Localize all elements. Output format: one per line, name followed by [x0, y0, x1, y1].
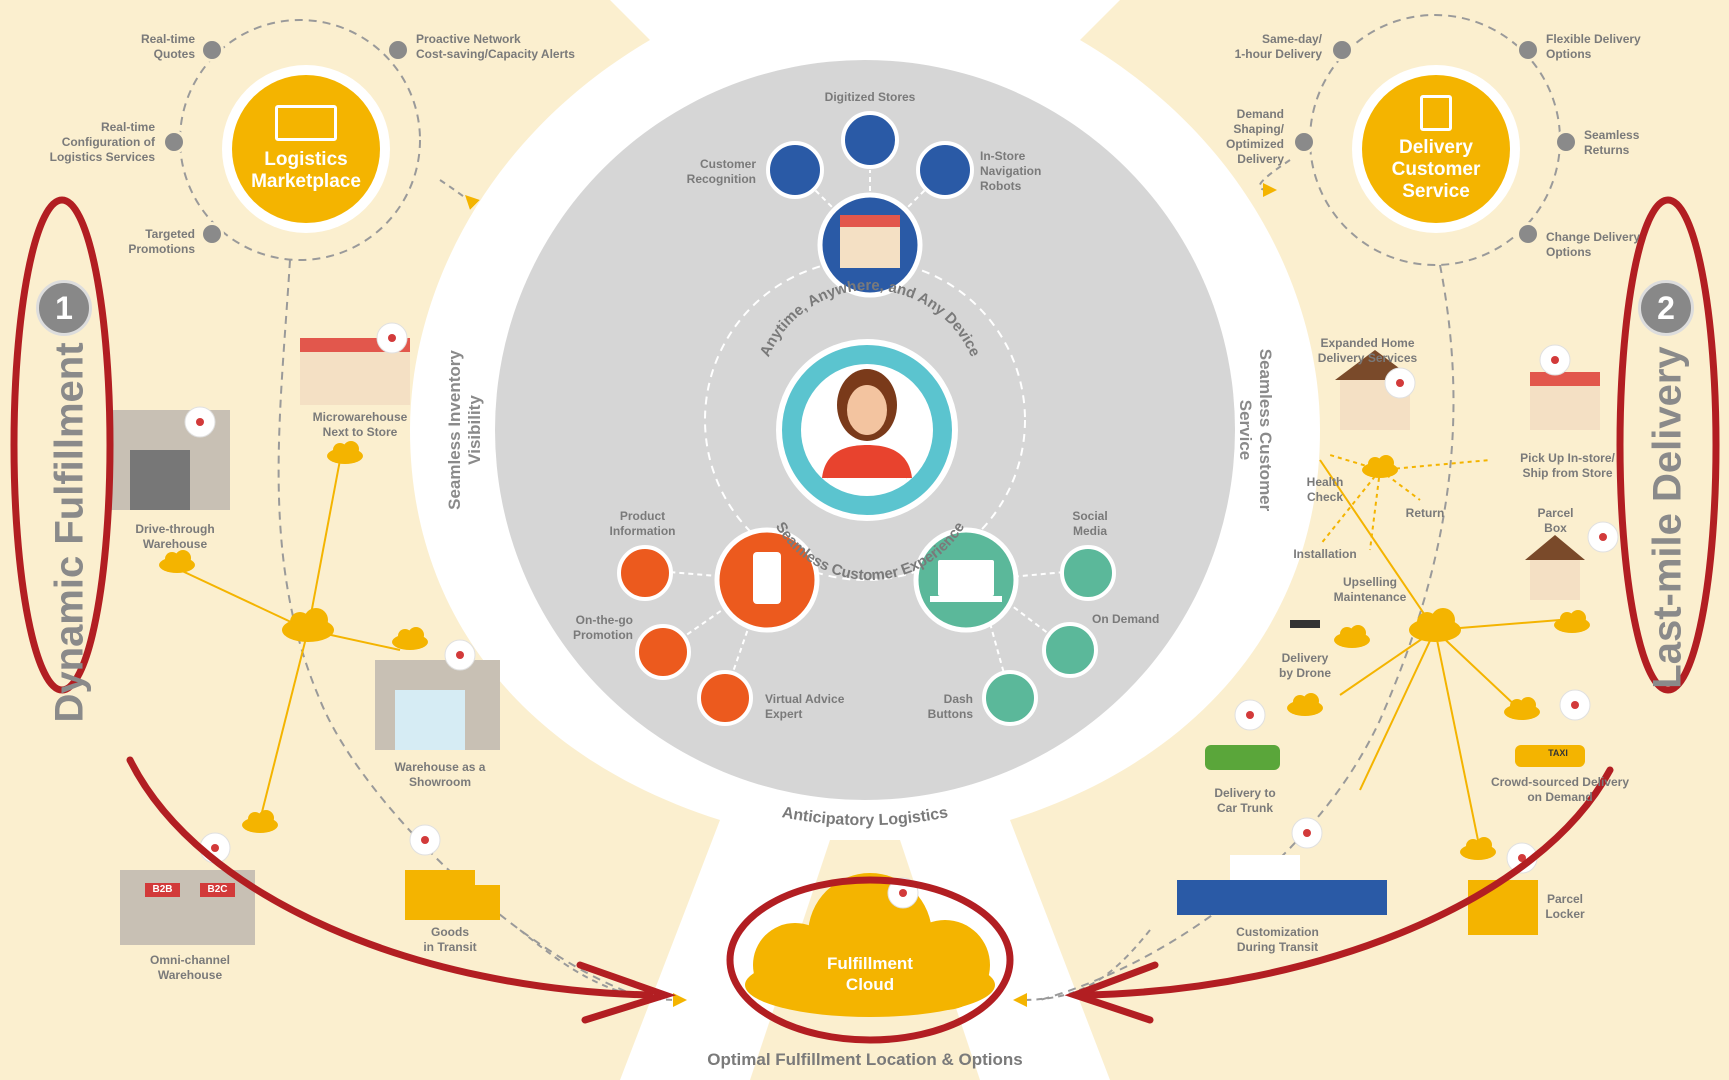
left-network-lines	[179, 459, 401, 821]
store-icon	[840, 222, 900, 268]
warehouse-tag: B2B	[152, 884, 173, 895]
delivery-customer-service-hub: Delivery Customer Service	[1362, 75, 1510, 223]
red-annotations	[10, 196, 1720, 1044]
center-top-label: Customer Recognition	[686, 157, 756, 186]
right-to-center-dashed	[1258, 159, 1291, 197]
hub-dot	[1554, 130, 1578, 154]
hub-item-label: Real-time Quotes	[140, 32, 195, 61]
hub-dot	[162, 130, 186, 154]
hub-item-label: Real-time Configuration of Logistics Ser…	[49, 120, 155, 164]
center-right-label: Dash Buttons	[927, 692, 973, 721]
service-label: Expanded Home Delivery Services	[1317, 336, 1418, 365]
person-icon	[822, 369, 912, 480]
mobile-icon	[753, 552, 781, 604]
digitized-store-circle	[841, 111, 899, 169]
customer-recognition-circle	[766, 141, 824, 199]
center-top-label: In-Store Navigation Robots	[980, 149, 1042, 193]
center-right-label: Social Media	[1072, 509, 1108, 538]
left-hub-ring	[179, 19, 421, 261]
laptop-cloud-icon	[275, 105, 337, 141]
node-label: Delivery by Drone	[1278, 651, 1331, 680]
dash-button-circle	[982, 670, 1038, 726]
phone-box-icon	[1420, 95, 1452, 131]
hub-dot	[1516, 222, 1540, 246]
hub-item-label: Proactive Network Cost-saving/Capacity A…	[416, 32, 575, 61]
right-dashed-path	[1039, 264, 1455, 1001]
promotion-circle	[635, 624, 691, 680]
product-info-circle	[617, 545, 673, 601]
center-left-label: Virtual Advice Expert	[765, 692, 845, 721]
customer-service-label: Seamless Customer Service	[1236, 348, 1275, 512]
fulfillment-cloud-label: Fulfillment Cloud	[827, 954, 913, 994]
logistics-marketplace-hub: Logistics Marketplace	[232, 75, 380, 223]
hub-dot	[1516, 38, 1540, 62]
taxi-tag: TAXI	[1548, 748, 1568, 758]
inner-dashed-ring	[704, 259, 1026, 581]
hub-item-label: Change Delivery Options	[1546, 230, 1641, 259]
node-label: Goods in Transit	[423, 925, 477, 954]
node-label: Crowd-sourced Delivery on Demand	[1490, 775, 1630, 804]
hub-item-label: Flexible Delivery Options	[1546, 32, 1641, 61]
hub-item-label: Same-day/ 1-hour Delivery	[1234, 32, 1322, 61]
on-demand-circle	[1042, 622, 1098, 678]
center-top-label: Digitized Stores	[824, 90, 916, 104]
section-number-badge: 1	[36, 280, 92, 336]
footer-label: Optimal Fulfillment Location & Options	[707, 1050, 1023, 1069]
left-dashed-path	[277, 259, 651, 1001]
node-label: Microwarehouse Next to Store	[312, 410, 408, 439]
hub-dot	[1292, 130, 1316, 154]
node-label: Delivery to Car Trunk	[1214, 786, 1276, 815]
hub-dot	[200, 222, 224, 246]
hub-item-label: Demand Shaping/ Optimized Delivery	[1225, 107, 1284, 166]
service-label: Upselling Maintenance	[1333, 575, 1407, 604]
node-label: Customization During Transit	[1236, 925, 1319, 954]
section-title: Last-mile Delivery	[1645, 346, 1690, 689]
service-label: Return	[1405, 506, 1445, 520]
node-label: Parcel Box	[1537, 506, 1574, 535]
hub-dot	[200, 38, 224, 62]
inventory-visibility-label: Seamless Inventory Visibility	[445, 350, 484, 510]
node-label: Omni-channel Warehouse	[149, 953, 230, 982]
logistics-marketplace-label: Logistics Marketplace	[251, 149, 361, 192]
small-clouds	[159, 441, 1590, 860]
hub-dot	[386, 38, 410, 62]
center-left-label: On-the-go Promotion	[573, 613, 633, 642]
laptop-icon	[938, 560, 994, 596]
center-left-label: Product Information	[609, 509, 676, 538]
service-label: Installation	[1293, 547, 1357, 561]
navigation-robot-circle	[916, 141, 974, 199]
left-to-center-dashed	[439, 179, 480, 210]
hub-item-label: Targeted Promotions	[128, 227, 195, 256]
service-label: Health Check	[1306, 475, 1344, 504]
social-media-circle	[1060, 545, 1116, 601]
right-network-lines	[1319, 459, 1561, 851]
cloud-right-dashed	[1013, 929, 1151, 1007]
hub-item-label: Seamless Returns	[1584, 128, 1640, 157]
section-number-badge: 2	[1638, 280, 1694, 336]
node-label: Parcel Locker	[1545, 892, 1585, 921]
hub-dot	[1330, 38, 1354, 62]
advice-expert-circle	[697, 670, 753, 726]
node-label: Drive-through Warehouse	[135, 522, 215, 551]
node-label: Warehouse as a Showroom	[394, 760, 486, 789]
warehouse-tag: B2C	[207, 884, 228, 895]
pin-signals	[196, 334, 1607, 897]
node-label: Pick Up In-store/ Ship from Store	[1520, 451, 1615, 480]
delivery-customer-service-label: Delivery Customer Service	[1391, 137, 1481, 202]
section-title: Dynamic Fulfillment	[47, 342, 92, 723]
center-right-label: On Demand	[1092, 612, 1160, 626]
